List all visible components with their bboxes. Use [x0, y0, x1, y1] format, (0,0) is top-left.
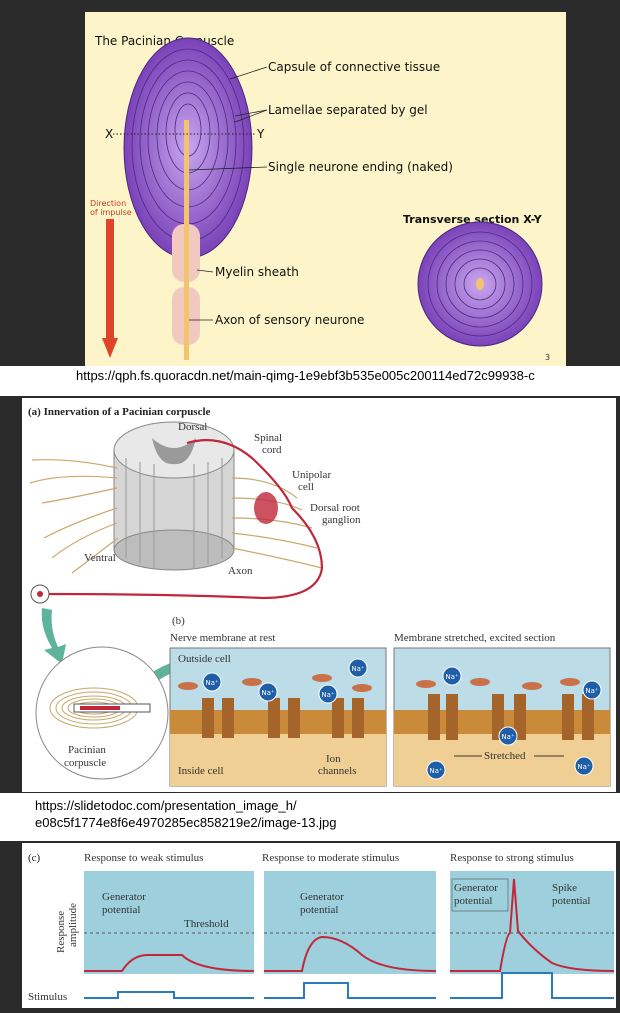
spike-label-2: potential: [552, 895, 591, 907]
na-ion: Na⁺: [258, 682, 278, 702]
stimulus-strong: [450, 972, 614, 999]
generator-label-1b: potential: [102, 904, 141, 916]
panel-title-weak: Response to weak stimulus: [84, 852, 203, 864]
response-figure: (c) Response to weak stimulus Response t…: [22, 843, 616, 1008]
pacinian-diagram: The Pacinian Corpuscle X Y Capsule of co…: [90, 34, 550, 362]
axon-label: Axon of sensory neurone: [215, 313, 364, 327]
direction-label-1: Direction: [90, 199, 126, 208]
transverse-section: [417, 221, 543, 347]
axon-path: [41, 439, 324, 600]
response-diagram: (c) Response to weak stimulus Response t…: [28, 852, 615, 1003]
ganglion-label-2: ganglion: [322, 514, 361, 526]
svg-text:Na⁺: Na⁺: [585, 687, 599, 695]
graph-moderate: [264, 871, 436, 974]
part-b-label: (b): [172, 615, 185, 627]
source-url-2-line-1: https://slidetodoc.com/presentation_imag…: [35, 798, 297, 813]
dorsal-root-ganglion: [254, 492, 278, 524]
innervation-figure: (a) Innervation of a Pacinian corpuscle …: [22, 398, 616, 792]
rest-title: Nerve membrane at rest: [170, 632, 275, 644]
na-ion: Na⁺: [582, 680, 602, 700]
x-label: X: [105, 127, 113, 141]
stretched-title: Membrane stretched, excited section: [394, 632, 556, 644]
source-url-1[interactable]: https://qph.fs.quoracdn.net/main-qimg-1e…: [0, 366, 620, 396]
stimulus-weak: [84, 991, 254, 999]
panel-title-moderate: Response to moderate stimulus: [262, 852, 399, 864]
zoom-corpuscle-circle: [35, 646, 169, 780]
pacinian-label-1: Pacinian: [68, 744, 106, 756]
pacinian-slide: The Pacinian Corpuscle X Y Capsule of co…: [85, 12, 566, 366]
trace-strong: [450, 878, 615, 972]
spinal-cord: [113, 421, 235, 571]
direction-label-2: of impulse: [90, 208, 132, 217]
svg-text:Na⁺: Na⁺: [445, 673, 459, 681]
y-label: Y: [256, 127, 265, 141]
svg-text:Na⁺: Na⁺: [429, 767, 443, 775]
neurone-ending-label: Single neurone ending (naked): [268, 160, 453, 174]
generator-label-3b: potential: [454, 895, 493, 907]
ion-channels-label-2: channels: [318, 765, 356, 777]
spike-label-1: Spike: [552, 882, 577, 894]
impulse-arrow-head: [102, 338, 118, 358]
myelin-label: Myelin sheath: [215, 265, 299, 279]
slide-number: 3: [545, 353, 550, 362]
ganglion-label-1: Dorsal root: [310, 502, 360, 514]
unipolar-label-1: Unipolar: [292, 469, 331, 481]
stimulus-label: Stimulus: [28, 991, 67, 1003]
y-label-1: Response: [55, 911, 67, 953]
generator-label-1a: Generator: [102, 891, 146, 903]
capsule-label: Capsule of connective tissue: [268, 60, 440, 74]
na-ion: Na⁺: [348, 658, 368, 678]
neurone-ending: [184, 120, 189, 360]
svg-text:Na⁺: Na⁺: [577, 763, 591, 771]
outside-cell-label: Outside cell: [178, 653, 231, 665]
na-ion: Na⁺: [498, 726, 518, 746]
ventral-label: Ventral: [84, 552, 116, 564]
svg-text:Na⁺: Na⁺: [261, 689, 275, 697]
part-a-title: (a) Innervation of a Pacinian corpuscle: [28, 406, 211, 418]
lamellae-label: Lamellae separated by gel: [268, 103, 428, 117]
ion-channels-label-1: Ion: [326, 753, 341, 765]
generator-label-3a: Generator: [454, 882, 498, 894]
transverse-label: Transverse section X-Y: [403, 213, 543, 226]
trace-moderate: [264, 935, 437, 972]
source-url-2[interactable]: https://slidetodoc.com/presentation_imag…: [0, 793, 620, 841]
innervation-diagram: (a) Innervation of a Pacinian corpuscle …: [28, 406, 611, 787]
source-url-2-line-2: e08c5f1774e8f6e4970285ec858219e2/image-1…: [35, 815, 337, 830]
generator-label-2b: potential: [300, 904, 339, 916]
svg-text:Na⁺: Na⁺: [501, 733, 515, 741]
stimulus-moderate: [264, 982, 436, 999]
part-c-label: (c): [28, 852, 41, 864]
na-ion: Na⁺: [574, 756, 594, 776]
generator-label-2a: Generator: [300, 891, 344, 903]
inside-cell-label: Inside cell: [178, 765, 224, 777]
zoom-arrow-1: [41, 608, 66, 664]
trace-weak: [84, 954, 255, 972]
unipolar-label-2: cell: [298, 481, 314, 493]
stretched-label: Stretched: [484, 750, 526, 762]
threshold-label: Threshold: [184, 918, 229, 930]
pacinian-label-2: corpuscle: [64, 757, 106, 769]
dorsal-label: Dorsal: [178, 421, 207, 433]
na-ion: Na⁺: [442, 666, 462, 686]
y-label-2: amplitude: [67, 903, 79, 947]
svg-text:Na⁺: Na⁺: [321, 691, 335, 699]
spinal-cord-label-1: Spinal: [254, 432, 282, 444]
graph-weak: [84, 871, 254, 974]
na-ion: Na⁺: [318, 684, 338, 704]
na-ion: Na⁺: [202, 672, 222, 692]
panel-title-strong: Response to strong stimulus: [450, 852, 574, 864]
na-ion: Na⁺: [426, 760, 446, 780]
axon-label-b: Axon: [228, 565, 253, 577]
impulse-arrow-shaft: [106, 219, 114, 339]
svg-text:Na⁺: Na⁺: [351, 665, 365, 673]
spinal-cord-label-2: cord: [262, 444, 282, 456]
svg-text:Na⁺: Na⁺: [205, 679, 219, 687]
